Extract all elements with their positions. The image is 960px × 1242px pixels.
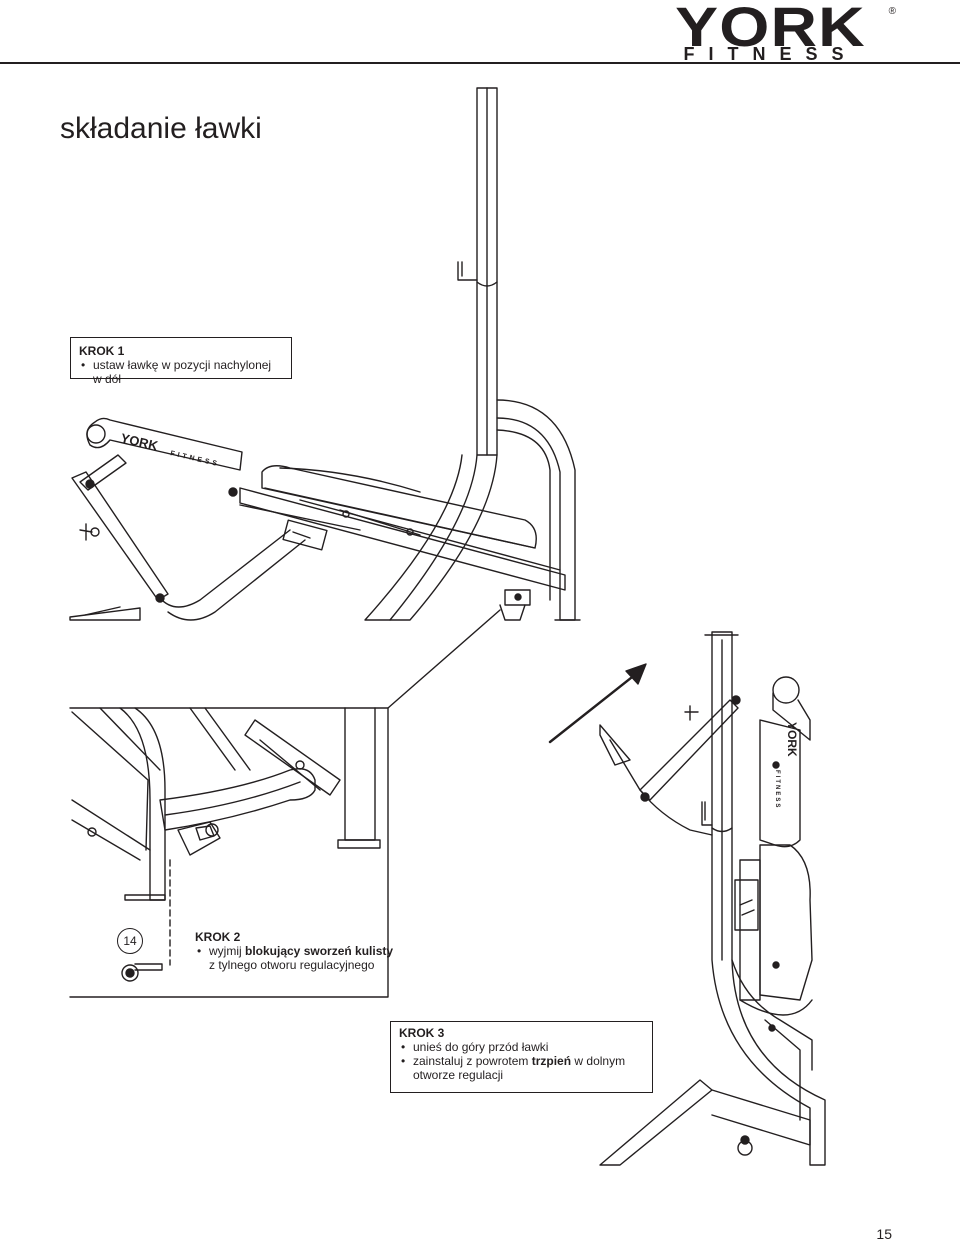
step3-item-2-bold: trzpień (531, 1054, 572, 1068)
step2-item-continuation: z tylnego otworu regulacyjnego (209, 958, 375, 972)
step2-item-bold: blokujący sworzeń kulisty (245, 944, 394, 958)
step3-instruction-box: KROK 3 unieś do góry przód ławki zainsta… (390, 1021, 653, 1093)
logo-york-text: YORK (675, 0, 866, 58)
step1-item: ustaw ławkę w pozycji nachylonej w dół (79, 358, 283, 386)
bench-logo-york-upright: YORK (785, 722, 799, 757)
page-number: 15 (876, 1226, 892, 1242)
step3-item-1: unieś do góry przód ławki (399, 1040, 644, 1054)
step2-item-prefix: wyjmij (209, 944, 245, 958)
step2-label: KROK 2 (195, 930, 241, 944)
step3-item-2-continuation: otworze regulacji (413, 1068, 504, 1082)
step2-instruction: KROK 2 wyjmij blokujący sworzeń kulisty … (195, 930, 393, 972)
part-callout-14: 14 (117, 928, 143, 954)
step2-item: wyjmij blokujący sworzeń kulisty (195, 944, 393, 958)
step1-list: ustaw ławkę w pozycji nachylonej w dół (79, 358, 283, 386)
step3-label: KROK 3 (399, 1026, 445, 1040)
lift-arrowhead (625, 663, 647, 685)
step1-label: KROK 1 (79, 344, 125, 358)
page-title: składanie ławki (60, 112, 262, 145)
header-rule (0, 62, 960, 64)
step3-item-2-suffix: w dolnym (571, 1054, 626, 1068)
step1-instruction-box: KROK 1 ustaw ławkę w pozycji nachylonej … (70, 337, 292, 386)
logo-fitness-text: FITNESS (683, 44, 858, 64)
step3-item-2-prefix: zainstaluj z powrotem (413, 1054, 532, 1068)
step3-item-2: zainstaluj z powrotem trzpień w dolnym (399, 1054, 644, 1068)
step2-list: wyjmij blokujący sworzeń kulisty (195, 944, 393, 958)
york-fitness-logo: YORK FITNESS ® (653, 0, 896, 66)
detail-leader-line (387, 609, 501, 709)
detail-frame (69, 707, 389, 998)
lift-arrow (548, 672, 638, 744)
bench-logo-fitness-upright: FITNESS (774, 770, 780, 809)
bench-logo-york: YORK (119, 430, 160, 453)
bench-upright-illustration: YORK FITNESS (599, 631, 826, 1166)
bench-logo-fitness: FITNESS (170, 450, 221, 468)
step3-list: unieś do góry przód ławki zainstaluj z p… (399, 1040, 644, 1068)
registered-mark: ® (888, 6, 896, 17)
